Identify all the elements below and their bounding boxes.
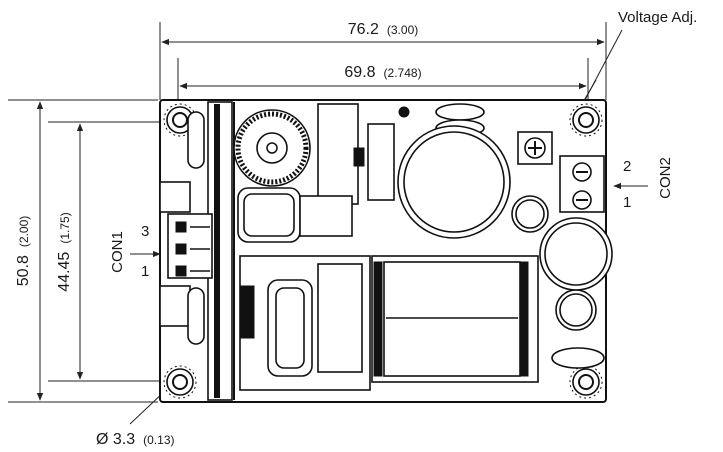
overall-length-value: 76.2 [348,21,379,38]
hole-spacing-y-value: 44.45 [56,252,73,292]
mounting-hole-top-right [569,103,603,137]
left-oval-parts [187,111,205,345]
voltage-adj-potentiometer[interactable] [517,131,553,165]
dimension-overall-length: 76.2 (3.00) [159,21,607,100]
main-transformer [371,255,539,383]
con2-pin-2: 2 [623,158,631,175]
overall-width-inches: (2.00) [17,216,31,247]
output-capacitors [511,195,613,331]
heatsink-block [317,103,410,205]
con1-connector [159,181,213,327]
hole-spacing-y-inches: (1.75) [58,212,72,243]
toroidal-inductor [233,109,311,187]
hole-diameter-inches: (0.13) [143,433,174,447]
con1-callout: CON1 3 1 [109,223,161,280]
small-transformer [237,187,353,243]
voltage-adj-label: Voltage Adj. [618,9,697,26]
con1-pin-1: 1 [141,263,149,280]
hole-diameter-value: Ø 3.3 [96,431,135,448]
bulk-capacitor [397,125,511,239]
con2-pin-1: 1 [623,194,631,211]
bottom-right-resistor [551,347,605,369]
con2-connector [559,155,605,213]
con1-pin-3: 3 [141,223,149,240]
mounting-hole-bottom-right [569,365,603,399]
switching-section [239,255,371,391]
hole-spacing-x-inches: (2.748) [384,66,422,80]
svg-text:69.8 (2.748): 69.8 (2.748) [344,64,421,81]
hole-spacing-x-value: 69.8 [344,64,375,81]
dimension-hole-spacing-x: 69.8 (2.748) [177,58,589,104]
dimension-hole-spacing-y: 44.45 (1.75) [48,121,172,382]
svg-text:44.45 (1.75): 44.45 (1.75) [56,212,73,291]
con1-label: CON1 [109,231,126,273]
svg-text:50.8 (2.00): 50.8 (2.00) [15,216,32,287]
overall-length-inches: (3.00) [387,23,418,37]
con2-callout: CON2 2 1 [613,157,674,211]
con2-label: CON2 [657,157,674,199]
svg-text:76.2 (3.00): 76.2 (3.00) [348,21,419,38]
overall-width-value: 50.8 [15,255,32,286]
svg-text:Ø 3.3 (0.13): Ø 3.3 (0.13) [96,431,175,448]
mounting-hole-bottom-left [163,365,197,399]
dimension-overall-width: 50.8 (2.00) [8,99,158,403]
